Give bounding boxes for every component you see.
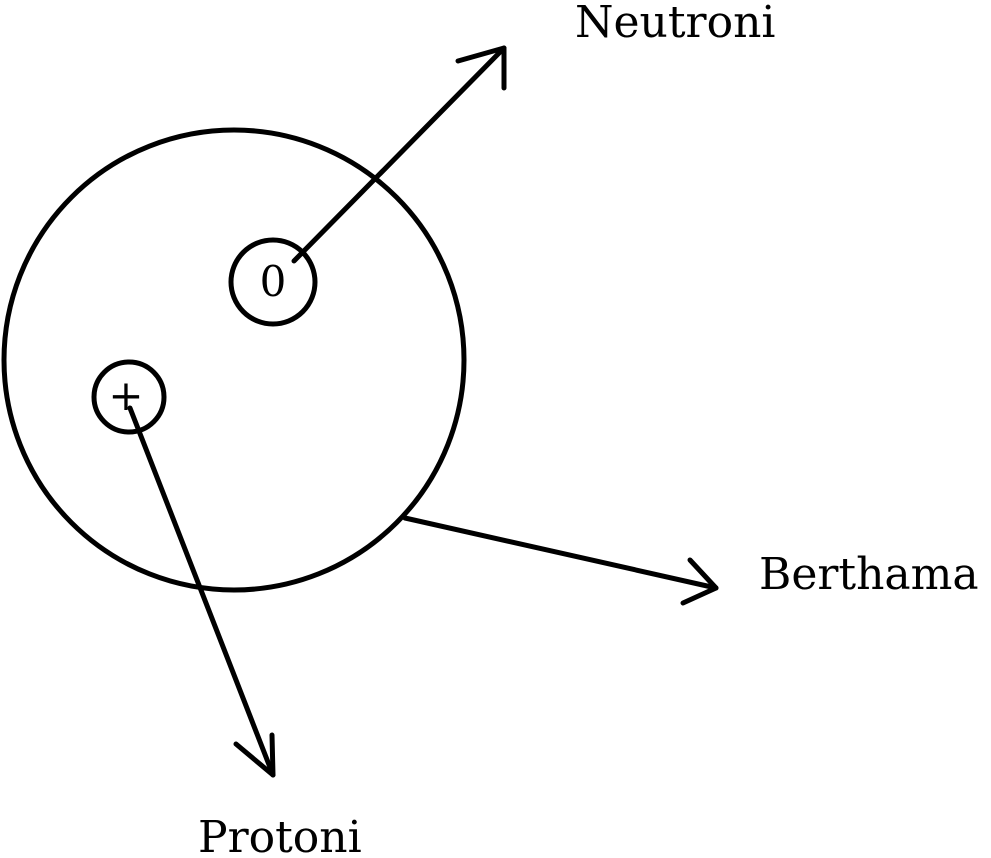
- nucleus-arrow: [402, 515, 719, 606]
- neutron-label: Neutroni: [575, 0, 776, 48]
- proton-symbol: +: [108, 371, 143, 420]
- proton-arrow: [127, 405, 276, 778]
- neutron-circle: [228, 237, 318, 327]
- nucleus-circle: [1, 127, 467, 593]
- neutron-arrow: [291, 45, 507, 264]
- proton-label: Protoni: [198, 812, 362, 858]
- proton-circle: [91, 359, 167, 435]
- neutron-symbol: 0: [260, 257, 287, 306]
- nucleus-label: Berthama: [759, 549, 979, 600]
